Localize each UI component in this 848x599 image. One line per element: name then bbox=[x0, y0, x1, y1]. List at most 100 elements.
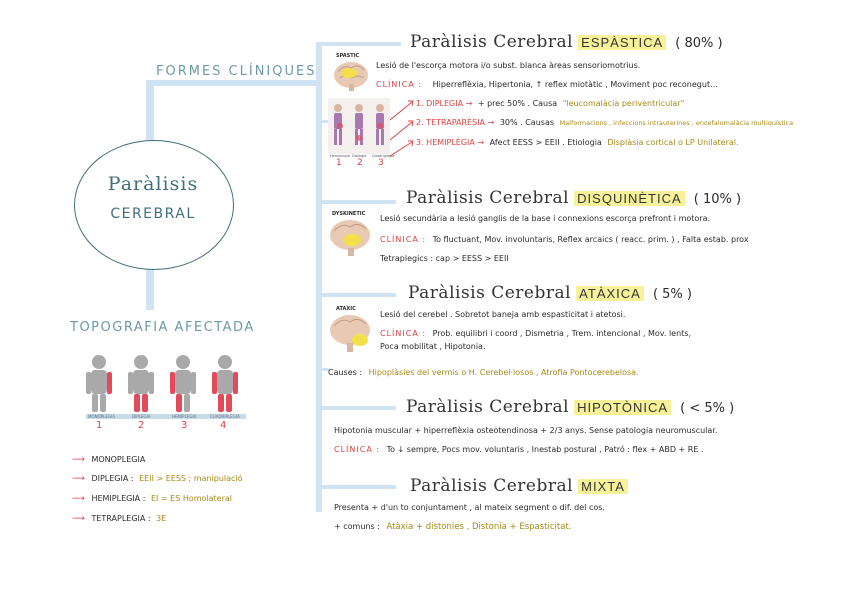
espastica-arrows bbox=[389, 100, 414, 157]
hipotonica-pct: ( < 5% ) bbox=[680, 401, 735, 416]
disquinetica-clinica-row: CLÍNICA : To fluctuant, Mov. involuntari… bbox=[380, 235, 749, 244]
ataxica-causes-label: Causes : bbox=[328, 368, 363, 377]
ataxica-line1: Lesió del cerebel . Sobretot baneja amb … bbox=[380, 310, 626, 319]
espastica-item3-text: Afect EESS > EEII . Etiologia bbox=[489, 138, 602, 147]
branch-ataxica bbox=[316, 293, 396, 297]
espastica-title: Paràlisis Cerebral bbox=[410, 32, 574, 52]
central-title-line2: CEREBRAL bbox=[110, 206, 196, 222]
central-node bbox=[74, 140, 234, 270]
disquinetica-img-label: DYSKINETIC bbox=[332, 211, 366, 217]
espastica-item1: 1. DIPLEGIA → + prec 50% . Causa "leucom… bbox=[416, 99, 684, 108]
esp-fig-num-3: 3 bbox=[378, 158, 384, 168]
brain-icon bbox=[334, 62, 368, 91]
ataxica-clinica2: Poca mobilitat , Hipotonia. bbox=[380, 342, 486, 351]
figure-monoplegia bbox=[86, 355, 112, 412]
branch-espastica bbox=[316, 42, 401, 46]
topo-list-item: ⟶ MONOPLEGIA bbox=[72, 455, 145, 465]
topo-num-2: 2 bbox=[138, 420, 145, 431]
espastica-clinica-row: CLÍNICA : Hiperreflèxia, Hipertonia, ↑ r… bbox=[376, 80, 718, 89]
topo-list-label: MONOPLEGIA bbox=[91, 455, 146, 464]
main-spine bbox=[316, 42, 322, 512]
brain-icon bbox=[330, 220, 370, 256]
hipotonica-title: Paràlisis Cerebral bbox=[406, 397, 570, 417]
ataxica-title: Paràlisis Cerebral bbox=[408, 283, 572, 303]
figure-hemiplegia bbox=[170, 355, 196, 412]
hipotonica-clinica-row: CLÍNICA : To ↓ sempre, Pocs mov. volunta… bbox=[334, 445, 703, 454]
section-espastica-title: Paràlisis Cerebral ESPÀSTICA ( 80% ) bbox=[410, 32, 723, 52]
espastica-type: ESPÀSTICA bbox=[578, 35, 667, 50]
header-topografia: TOPOGRAFIA AFECTADA bbox=[70, 320, 255, 335]
espastica-item3-cause: Displàsia cortical o LP Unilateral. bbox=[607, 138, 739, 147]
ataxica-img-label: ATAXIC bbox=[336, 306, 356, 312]
espastica-item1-label: 1. DIPLEGIA → bbox=[416, 99, 473, 108]
section-hipotonica-title: Paràlisis Cerebral HIPOTÒNICA ( < 5% ) bbox=[406, 397, 734, 417]
disquinetica-type: DISQUINÈTICA bbox=[574, 191, 685, 206]
disquinetica-pct: ( 10% ) bbox=[693, 192, 742, 207]
topo-label-2: DIPLEGIA bbox=[132, 414, 151, 419]
figure-diplegia bbox=[128, 355, 154, 412]
branch-hipotonica bbox=[316, 406, 396, 410]
topo-list-detail: 3E bbox=[156, 514, 167, 523]
espastica-item2-text: 30% . Causas bbox=[499, 118, 555, 127]
topo-list-item: ⟶ DIPLEGIA : EEII > EESS ; manipulació bbox=[72, 474, 243, 484]
ataxica-clinica-row: CLÍNICA : Prob. equilibri i coord , Dism… bbox=[380, 329, 691, 338]
topo-label-1: MONOPLEGIA bbox=[88, 414, 115, 419]
section-ataxica-title: Paràlisis Cerebral ATÀXICA ( 5% ) bbox=[408, 283, 692, 303]
espastica-line1: Lesió de l'escorça motora i/o subst. bla… bbox=[376, 61, 641, 70]
branch-small-1 bbox=[322, 120, 330, 123]
ataxica-clinica1: Prob. equilibri i coord , Dismetria , Tr… bbox=[432, 329, 692, 338]
topo-list-item: ⟶ HEMIPLEGIA : EI = ES Homolateral bbox=[72, 494, 232, 504]
connector-top-vertical bbox=[146, 80, 154, 142]
central-title-line1: Paràlisis bbox=[107, 173, 199, 195]
topo-num-3: 3 bbox=[181, 420, 188, 431]
connector-formes-horizontal bbox=[146, 80, 321, 86]
mixta-title: Paràlisis Cerebral bbox=[410, 476, 574, 496]
arrow-icon: ⟶ bbox=[72, 494, 85, 504]
arrow-icon: ⟶ bbox=[72, 514, 85, 524]
hipotonica-clinica: To ↓ sempre, Pocs mov. voluntaris , Ines… bbox=[386, 445, 704, 454]
mixta-line2-row: + comuns : Atàxia + distonies , Distonia… bbox=[334, 522, 572, 532]
espastica-clinica-label: CLÍNICA : bbox=[376, 80, 423, 89]
ataxica-causes-row: Causes : Hipoplàsies del vermis o H. Cer… bbox=[328, 368, 639, 377]
ataxica-clinica-label: CLÍNICA : bbox=[380, 329, 427, 338]
espastica-item1-cause: "leucomalàcia periventricular" bbox=[562, 99, 685, 108]
esp-fig-label-3: Quadriplegia bbox=[372, 154, 395, 158]
connector-bottom-vertical bbox=[146, 268, 154, 310]
arrow-icon: ⟶ bbox=[72, 455, 85, 465]
espastica-clinica: Hiperreflèxia, Hipertonia, ↑ reflex miot… bbox=[432, 80, 718, 89]
topo-num-4: 4 bbox=[220, 420, 227, 431]
esp-fig-num-1: 1 bbox=[336, 158, 342, 168]
espastica-item2-cause: Malformacions , infeccions intrauterines… bbox=[559, 119, 794, 127]
mixta-type: MIXTA bbox=[578, 479, 628, 494]
topo-list-item: ⟶ TETRAPLEGIA : 3E bbox=[72, 514, 166, 524]
esp-fig-label-1: Hemiplegia bbox=[330, 154, 350, 158]
branch-small-2 bbox=[322, 368, 330, 371]
section-disquinetica-title: Paràlisis Cerebral DISQUINÈTICA ( 10% ) bbox=[406, 188, 741, 208]
branch-mixta bbox=[316, 485, 396, 489]
espastica-item2-label: 2. TETRAPARÈSIA → bbox=[416, 118, 495, 127]
figure-cuadriplegia bbox=[212, 355, 238, 412]
ataxica-type: ATÀXICA bbox=[576, 286, 644, 301]
esp-fig-label-2: Diplegia bbox=[352, 154, 367, 158]
mixta-line1: Presenta + d'un to conjuntament , al mat… bbox=[334, 503, 605, 512]
topo-list-label: HEMIPLEGIA : bbox=[91, 494, 146, 503]
espastica-item2: 2. TETRAPARÈSIA → 30% . Causas Malformac… bbox=[416, 118, 793, 127]
disquinetica-clinica: To fluctuant, Mov. involuntaris, Reflex … bbox=[432, 235, 749, 244]
topo-label-4: CUADRIPLEGIA bbox=[210, 414, 240, 419]
mixta-line2: Atàxia + distonies , Distonia + Espastic… bbox=[386, 522, 572, 532]
topografia-figures bbox=[86, 355, 246, 419]
disquinetica-line3: Tetraplegics : cap > EESS > EEII bbox=[380, 254, 509, 263]
espastica-figures-image bbox=[328, 98, 390, 154]
mixta-line2-label: + comuns : bbox=[334, 522, 380, 531]
disquinetica-title: Paràlisis Cerebral bbox=[406, 188, 570, 208]
topo-list-label: TETRAPLEGIA : bbox=[91, 514, 151, 523]
espastica-item1-text: + prec 50% . Causa bbox=[477, 99, 558, 108]
topo-list-detail: EI = ES Homolateral bbox=[150, 494, 233, 503]
topo-list-label: DIPLEGIA : bbox=[91, 474, 134, 483]
espastica-pct: ( 80% ) bbox=[675, 36, 723, 51]
section-mixta-title: Paràlisis Cerebral MIXTA bbox=[410, 476, 628, 496]
topo-label-3: HEMIPLEGIA bbox=[172, 414, 197, 419]
topo-list-detail: EEII > EESS ; manipulació bbox=[139, 474, 243, 483]
espastica-img-label: SPASTIC bbox=[336, 53, 360, 59]
hipotonica-clinica-label: CLÍNICA : bbox=[334, 445, 381, 454]
